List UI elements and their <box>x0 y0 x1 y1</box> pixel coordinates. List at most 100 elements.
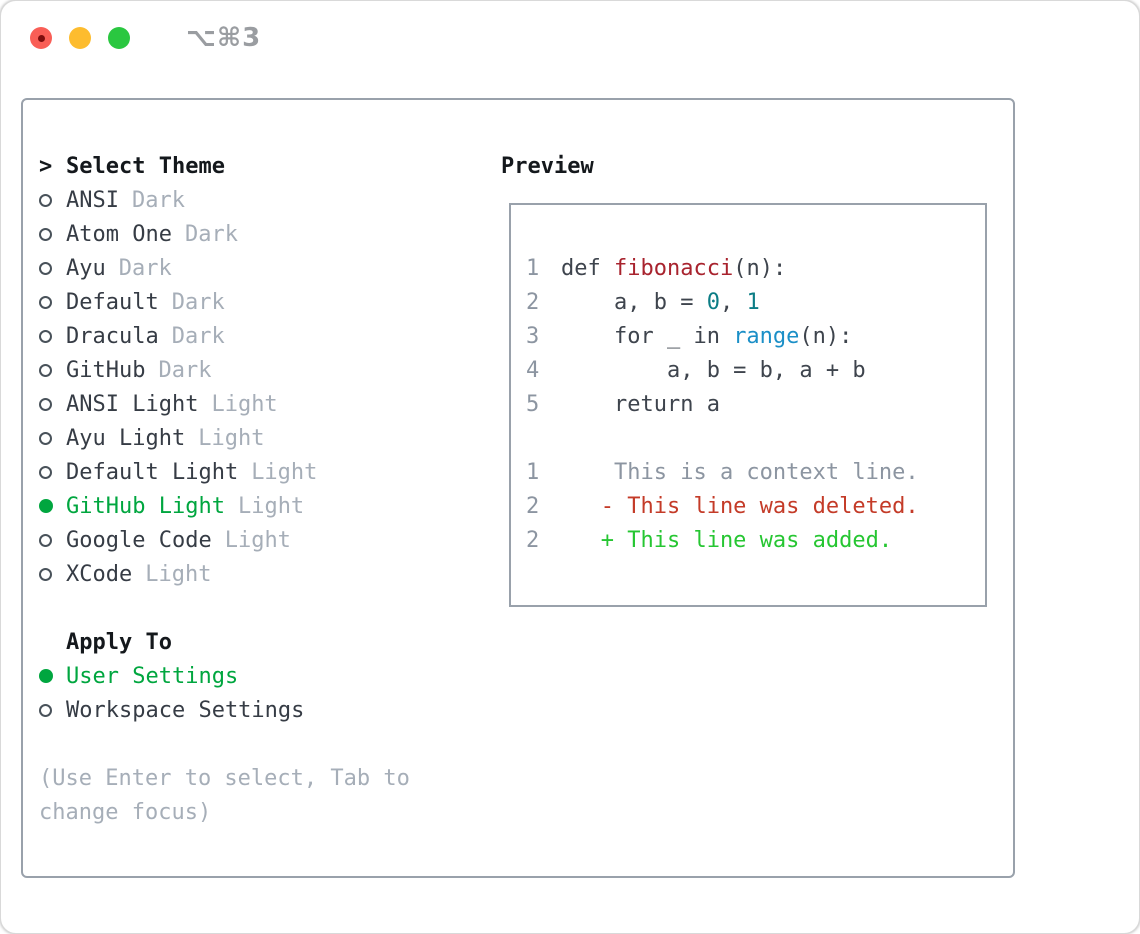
radio-icon <box>39 431 66 445</box>
theme-option-dracula[interactable]: Dracula Dark <box>39 319 501 353</box>
theme-option-atom-one[interactable]: Atom One Dark <box>39 217 501 251</box>
theme-option-tag: Dark <box>171 289 225 315</box>
cursor-prefix-icon: > <box>39 153 53 179</box>
preview-code-lines: 1 def fibonacci(n): 2 a, b = 0, 1 3 for … <box>526 251 985 557</box>
unsaved-changes-dot <box>37 34 45 42</box>
code-text: This is a context line. <box>561 459 919 485</box>
code-text: def fibonacci(n): <box>561 255 787 281</box>
theme-option-tag: Dark <box>171 323 225 349</box>
line-number: 4 <box>526 357 540 383</box>
window-title: ⌥⌘3 <box>186 23 262 53</box>
theme-option-label: Ayu Light <box>66 425 186 451</box>
radio-icon <box>39 533 66 547</box>
apply-option-workspace-settings[interactable]: Workspace Settings <box>39 693 501 727</box>
line-number: 2 <box>526 527 540 553</box>
line-number: 1 <box>526 255 540 281</box>
apply-option-label: User Settings <box>66 663 239 689</box>
theme-option-default-light[interactable]: Default Light Light <box>39 455 501 489</box>
code-text: return a <box>561 391 720 417</box>
theme-option-label: GitHub Light <box>66 493 225 519</box>
preview-code-line: 1 def fibonacci(n): <box>526 251 985 285</box>
radio-icon <box>39 703 66 717</box>
radio-icon <box>39 669 66 683</box>
theme-option-default[interactable]: Default Dark <box>39 285 501 319</box>
preview-code-line: 4 a, b = b, a + b <box>526 353 985 387</box>
theme-options-list: ANSI Dark Atom One Dark Ayu Dark Default… <box>39 183 501 591</box>
theme-option-ayu[interactable]: Ayu Dark <box>39 251 501 285</box>
radio-icon <box>39 193 66 207</box>
preview-code-line: 2 + This line was added. <box>526 523 985 557</box>
apply-option-label: Workspace Settings <box>66 697 305 723</box>
line-number: 3 <box>526 323 540 349</box>
code-text: a, b = 0, 1 <box>561 289 760 315</box>
code-text: for _ in range(n): <box>561 323 853 349</box>
hint-line-2: change focus) <box>39 799 212 825</box>
theme-option-label: GitHub <box>66 357 146 383</box>
preview-code-line: 1 This is a context line. <box>526 455 985 489</box>
line-number: 2 <box>526 493 540 519</box>
theme-option-ayu-light[interactable]: Ayu Light Light <box>39 421 501 455</box>
theme-option-tag: Light <box>198 425 265 451</box>
theme-option-label: Atom One <box>66 221 172 247</box>
preview-code-line: 3 for _ in range(n): <box>526 319 985 353</box>
theme-option-tag: Dark <box>131 187 185 213</box>
hint-text: (Use Enter to select, Tab to change focu… <box>39 761 501 829</box>
window-titlebar: ⌥⌘3 <box>1 1 1139 75</box>
spacer <box>39 727 501 761</box>
radio-icon <box>39 227 66 241</box>
preview-code-line: 2 a, b = 0, 1 <box>526 285 985 319</box>
theme-option-label: Default <box>66 289 159 315</box>
zoom-button[interactable] <box>108 27 130 49</box>
radio-icon <box>39 499 66 513</box>
theme-option-tag: Dark <box>184 221 238 247</box>
apply-to-heading-label: Apply To <box>66 629 172 655</box>
code-text: + This line was added. <box>561 527 893 553</box>
line-number: 2 <box>526 289 540 315</box>
theme-picker-dialog: > Select Theme ANSI Dark Atom One Dark A… <box>21 98 1015 878</box>
radio-icon <box>39 567 66 581</box>
minimize-button[interactable] <box>69 27 91 49</box>
theme-option-tag: Dark <box>118 255 172 281</box>
select-theme-heading-label: Select Theme <box>66 153 225 179</box>
theme-option-label: Dracula <box>66 323 159 349</box>
theme-option-google-code[interactable]: Google Code Light <box>39 523 501 557</box>
theme-option-tag: Light <box>211 391 278 417</box>
apply-to-options-list: User Settings Workspace Settings <box>39 659 501 727</box>
theme-option-label: XCode <box>66 561 133 587</box>
theme-option-github[interactable]: GitHub Dark <box>39 353 501 387</box>
preview-code-box: 1 def fibonacci(n): 2 a, b = 0, 1 3 for … <box>509 203 987 607</box>
theme-option-tag: Light <box>145 561 212 587</box>
theme-option-ansi-light[interactable]: ANSI Light Light <box>39 387 501 421</box>
hint-line-1: (Use Enter to select, Tab to <box>39 765 410 791</box>
preview-code-line <box>526 421 985 455</box>
theme-option-xcode[interactable]: XCode Light <box>39 557 501 591</box>
theme-list-panel: > Select Theme ANSI Dark Atom One Dark A… <box>39 149 501 876</box>
spacer <box>39 591 501 625</box>
radio-icon <box>39 363 66 377</box>
radio-icon <box>39 465 66 479</box>
preview-panel: Preview 1 def fibonacci(n): 2 a, b = 0, … <box>501 149 1013 876</box>
theme-option-label: Default Light <box>66 459 239 485</box>
theme-option-tag: Dark <box>158 357 212 383</box>
code-text: a, b = b, a + b <box>561 357 866 383</box>
close-button[interactable] <box>30 27 52 49</box>
radio-icon <box>39 295 66 309</box>
apply-option-user-settings[interactable]: User Settings <box>39 659 501 693</box>
theme-option-label: Ayu <box>66 255 106 281</box>
preview-code-line: 2 - This line was deleted. <box>526 489 985 523</box>
theme-option-tag: Light <box>224 527 291 553</box>
code-text: - This line was deleted. <box>561 493 919 519</box>
preview-heading: Preview <box>501 153 594 179</box>
line-number: 1 <box>526 459 540 485</box>
select-theme-heading: > Select Theme <box>39 149 501 183</box>
theme-option-ansi[interactable]: ANSI Dark <box>39 183 501 217</box>
theme-option-tag: Light <box>237 493 305 519</box>
radio-icon <box>39 397 66 411</box>
theme-option-label: ANSI Light <box>66 391 199 417</box>
line-number: 5 <box>526 391 540 417</box>
apply-to-heading: Apply To <box>39 625 501 659</box>
theme-option-label: Google Code <box>66 527 212 553</box>
preview-code-line: 5 return a <box>526 387 985 421</box>
theme-option-github-light[interactable]: GitHub Light Light <box>39 489 501 523</box>
